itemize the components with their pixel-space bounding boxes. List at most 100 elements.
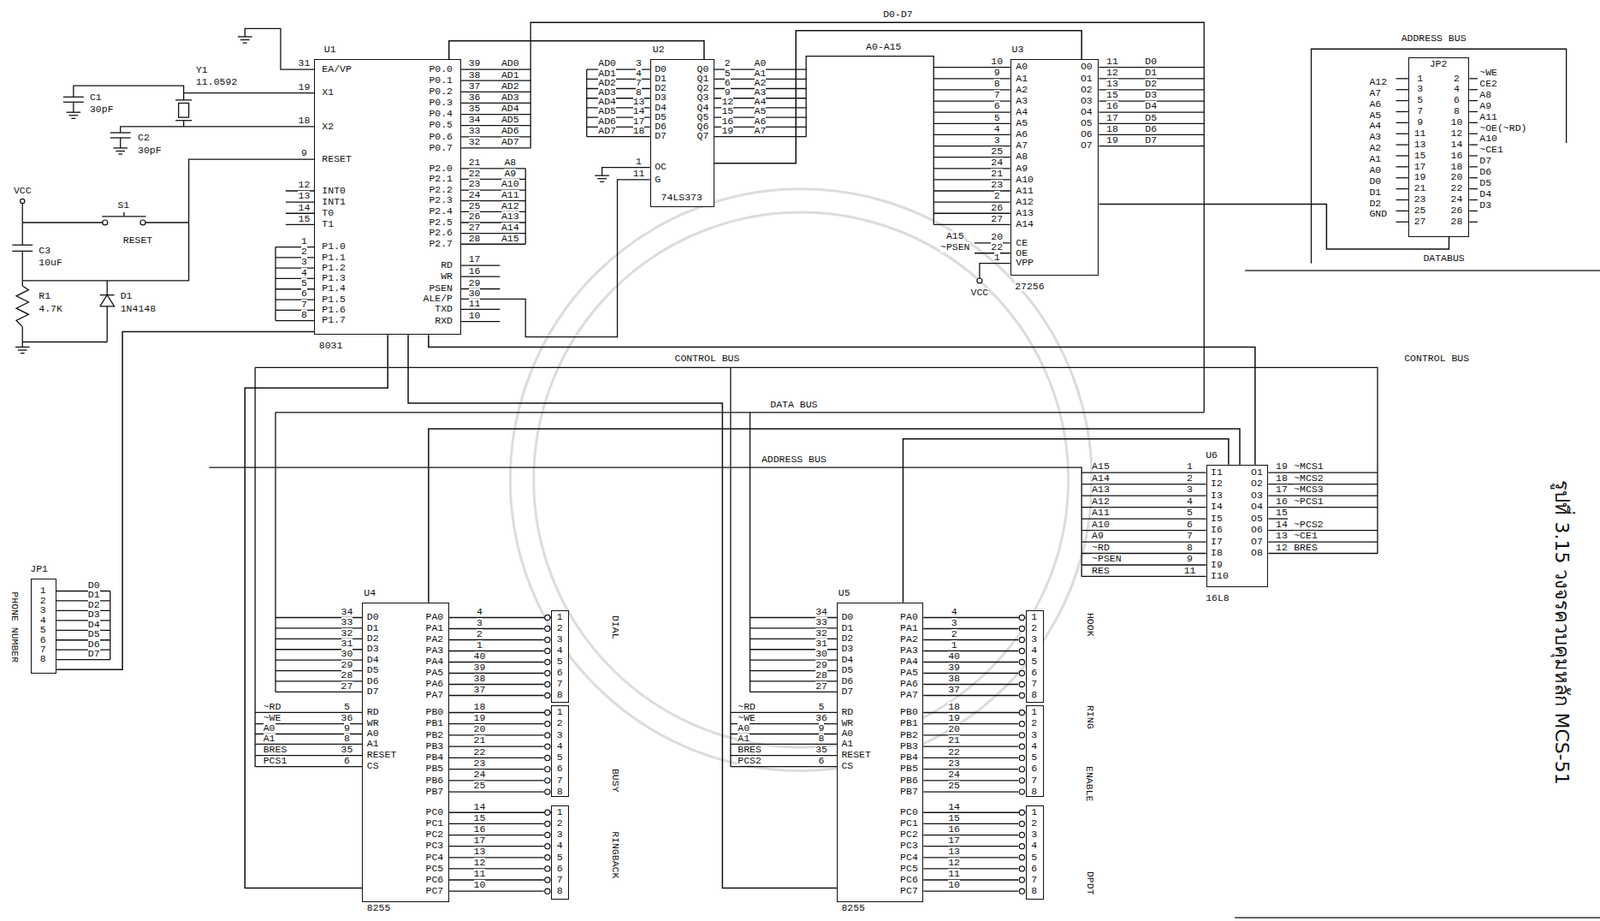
pin-number: 12 (474, 857, 486, 868)
pin-number: 39 (468, 58, 481, 69)
pin-name: RD (841, 706, 854, 718)
pin-number: 9 (1186, 553, 1193, 564)
wire (254, 367, 256, 766)
pin-number: 2 (557, 622, 563, 634)
pin-number: 6 (557, 667, 563, 678)
pin-number: 14 (948, 801, 960, 812)
pin-name: A7 (1015, 140, 1028, 151)
ground-symbol (240, 39, 250, 41)
pin-number: 22 (948, 746, 960, 758)
pin-number: 4 (557, 740, 563, 752)
net-label: A2 (754, 77, 767, 89)
net-label: AD5 (598, 106, 617, 117)
pin-circle (1019, 625, 1025, 631)
pin-name: PA1 (426, 622, 445, 634)
net-label: D3 (1144, 89, 1157, 101)
pin-number: 25 (990, 146, 1003, 157)
net-label: AD4 (501, 103, 520, 114)
ground-symbol (597, 177, 607, 179)
pin-number: 4 (951, 606, 958, 617)
pin-name: P1.1 (321, 252, 346, 263)
pin-number: 10 (948, 879, 960, 890)
pin-circle (545, 820, 551, 826)
port-label: BUSY (610, 768, 621, 793)
part-ref: U6 (1205, 450, 1218, 461)
pin-name: O2 (1250, 478, 1263, 489)
net-label: D7 (88, 648, 101, 659)
wire (106, 306, 108, 343)
pin-number: 20 (474, 723, 486, 735)
resistor-symbol (16, 285, 29, 327)
pin-name: PB1 (426, 717, 445, 729)
wire (275, 278, 315, 279)
pin-name: O7 (1250, 536, 1263, 547)
pin-number: 3 (1031, 729, 1038, 741)
pin-number: 2 (557, 817, 563, 829)
pin-name: P2.4 (428, 206, 453, 217)
pin-name: PC7 (426, 885, 445, 896)
part-label: 1N4148 (120, 303, 156, 315)
part-ref: U5 (838, 587, 851, 599)
pin-number: 24 (468, 189, 481, 201)
wire (461, 320, 500, 322)
bus-label: CONTROL BUS (675, 353, 741, 364)
wire (1469, 143, 1478, 145)
pin-number: 1 (1031, 806, 1038, 818)
pin-number: 26 (1451, 205, 1464, 216)
pin-number: 18 (297, 115, 310, 126)
pin-number: 10 (1451, 117, 1464, 128)
net-label: AD7 (598, 125, 617, 137)
net-label: A13 (501, 211, 520, 222)
pin-number: 30 (468, 288, 481, 299)
pin-name: PA7 (900, 689, 919, 700)
pin-number: 23 (468, 178, 481, 190)
pin-name: P1.3 (321, 272, 346, 284)
wire (22, 222, 189, 281)
pin-number: 1 (1031, 706, 1038, 718)
pin-circle (1019, 831, 1025, 837)
net-label: ~PSEN (1091, 553, 1122, 564)
wire (275, 309, 315, 311)
pin-number: 4 (1031, 740, 1038, 752)
wire (119, 137, 121, 149)
pin-number: 6 (40, 634, 47, 646)
pin-number: 30 (815, 648, 828, 659)
port-label: RINGBACK (610, 831, 621, 879)
pin-circle (545, 754, 551, 760)
pin-number: 2 (951, 628, 958, 640)
pin-circle (545, 625, 551, 631)
pin-number: 33 (468, 125, 481, 137)
pin-name: A9 (1015, 163, 1028, 174)
pin-number: 25 (948, 780, 960, 791)
pin-name: P2.2 (428, 184, 453, 196)
wire (449, 628, 545, 629)
chip-box: U274LS373D0D1D2D3D4D5D6D7Q0Q1Q2Q3Q4Q5Q6Q… (650, 59, 715, 208)
pin-name: PA5 (900, 667, 919, 678)
bus-connector (1098, 204, 1449, 249)
pin-number: 27 (1414, 216, 1427, 227)
pin-circle (1019, 854, 1025, 860)
bus-connector (56, 331, 315, 670)
wire (923, 823, 1019, 824)
crystal-symbol (178, 102, 190, 118)
part-ref: U4 (363, 587, 376, 599)
pin-circle (545, 647, 551, 653)
pin-number: 6 (1453, 94, 1460, 106)
pin-name: PA6 (426, 678, 445, 689)
pin-name: I8 (1210, 547, 1223, 558)
pin-number: 28 (1451, 216, 1464, 227)
pin-number: 5 (40, 624, 47, 635)
pin-name: PC1 (900, 817, 919, 829)
pin-number: 6 (557, 763, 563, 774)
pin-number: 2 (301, 246, 308, 257)
pin-name: D0 (654, 64, 667, 75)
port-label: DPDT (1084, 871, 1096, 895)
net-label: A4 (1368, 120, 1381, 131)
pin-name: PA0 (426, 611, 445, 623)
pin-name: A14 (1015, 219, 1034, 230)
pin-circle (545, 854, 551, 860)
pin-circle (545, 614, 551, 620)
pin-number: 13 (1275, 530, 1288, 541)
pin-number: 1 (635, 156, 642, 167)
pin-name: PC3 (426, 840, 445, 851)
